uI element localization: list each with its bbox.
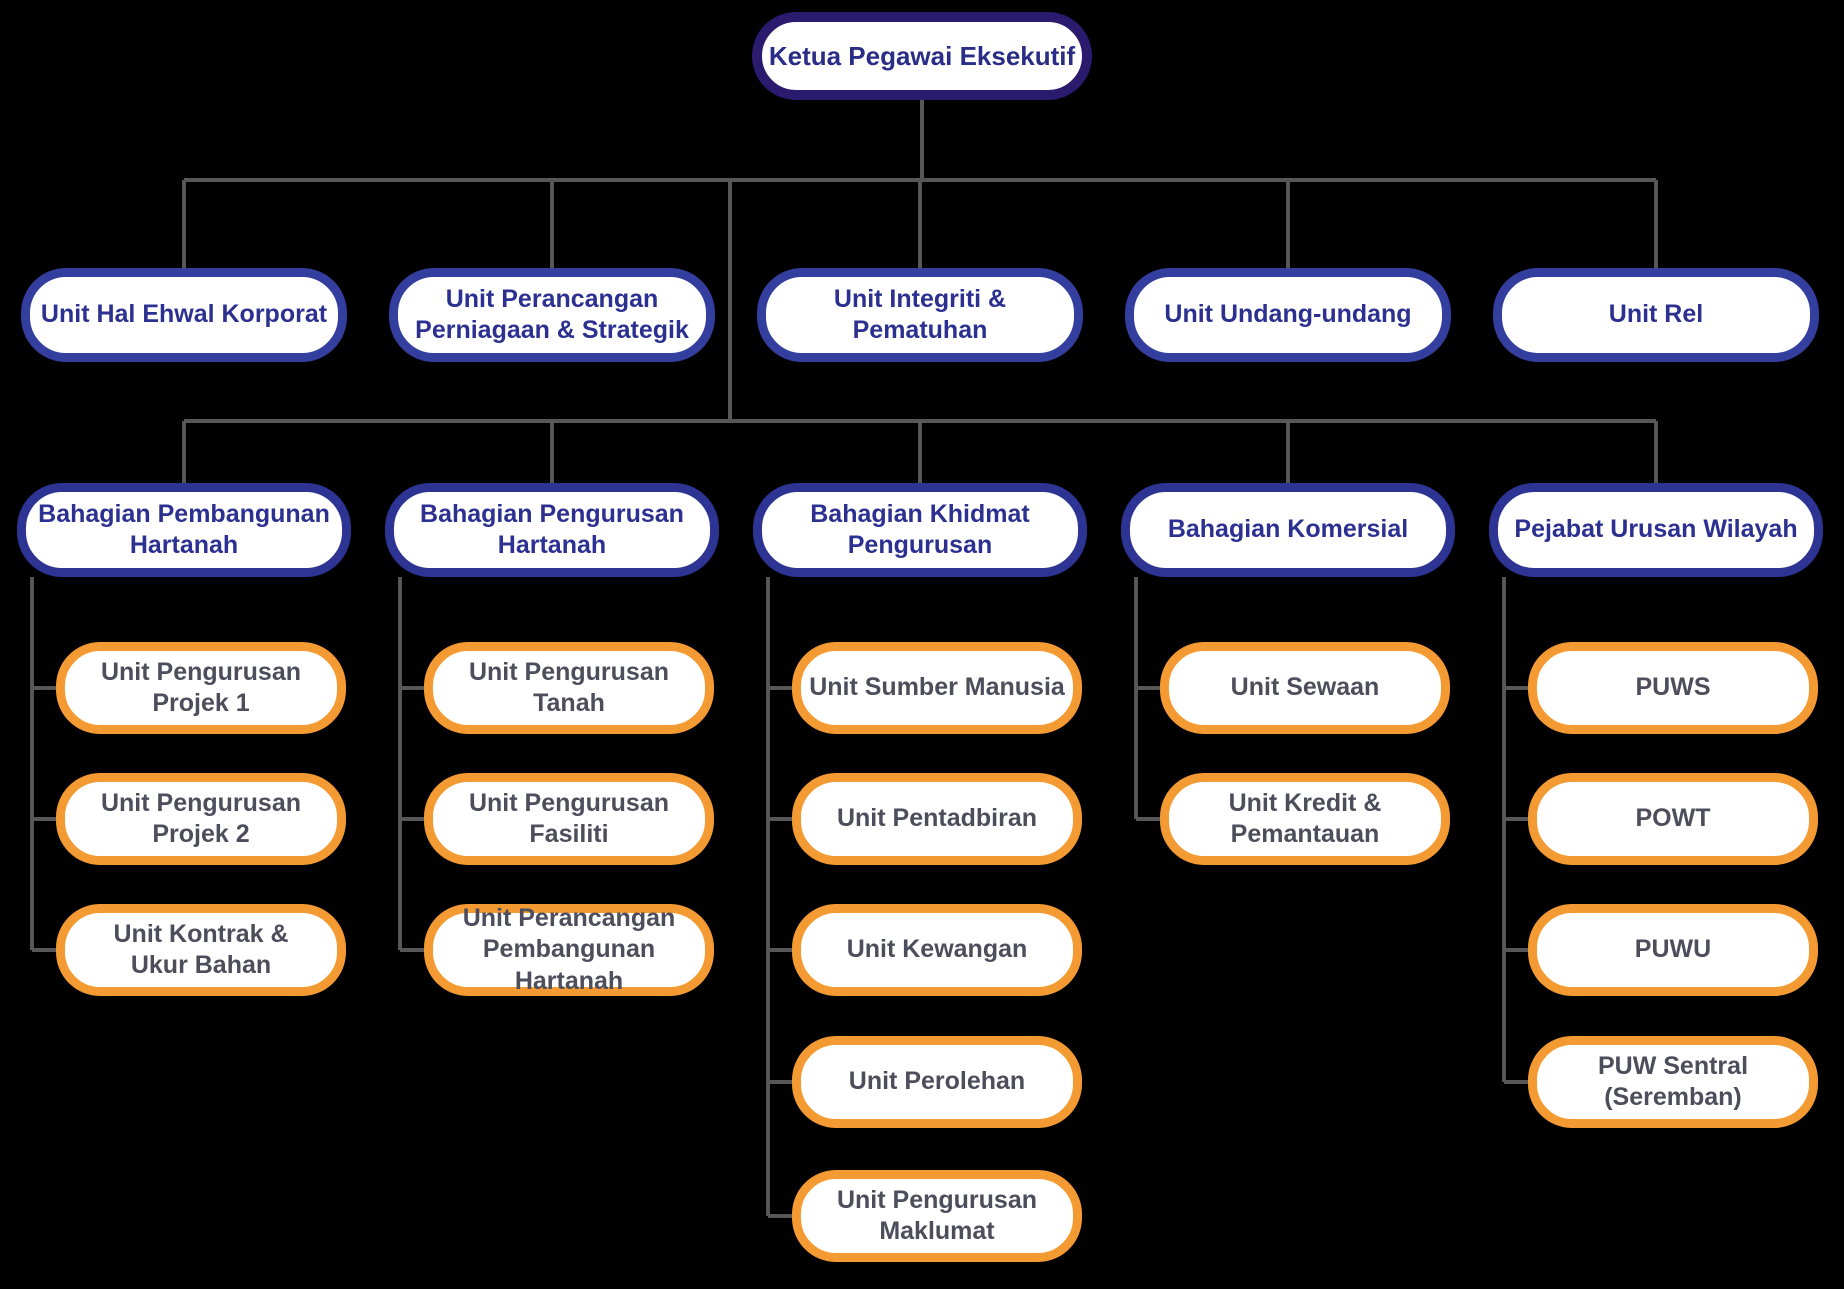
org-node-unit-sumber-manusia: Unit Sumber Manusia xyxy=(792,642,1082,734)
org-node-unit-kredit-pemantauan: Unit Kredit & Pemantauan xyxy=(1160,773,1450,865)
org-node-unit-pengurusan-fasiliti: Unit Pengurusan Fasiliti xyxy=(424,773,714,865)
org-node-unit-pengurusan-tanah: Unit Pengurusan Tanah xyxy=(424,642,714,734)
org-node-bahagian-khidmat-pengurusan: Bahagian Khidmat Pengurusan xyxy=(753,483,1087,577)
org-node-bahagian-pembangunan-hartanah: Bahagian Pembangunan Hartanah xyxy=(17,483,351,577)
org-node-unit-integriti-pematuhan: Unit Integriti & Pematuhan xyxy=(757,268,1083,362)
org-node-bahagian-pengurusan-hartanah: Bahagian Pengurusan Hartanah xyxy=(385,483,719,577)
org-node-unit-undang-undang: Unit Undang-undang xyxy=(1125,268,1451,362)
org-node-bahagian-komersial: Bahagian Komersial xyxy=(1121,483,1455,577)
org-node-unit-pengurusan-projek-1: Unit Pengurusan Projek 1 xyxy=(56,642,346,734)
org-node-unit-kontrak-ukur-bahan: Unit Kontrak & Ukur Bahan xyxy=(56,904,346,996)
org-node-powt: POWT xyxy=(1528,773,1818,865)
org-node-unit-perancangan-pembangunan-hartanah: Unit Perancangan Pembangunan Hartanah xyxy=(424,904,714,996)
org-node-ketua-pegawai-eksekutif: Ketua Pegawai Eksekutif xyxy=(752,12,1092,100)
org-node-puw-sentral-seremban: PUW Sentral (Seremban) xyxy=(1528,1036,1818,1128)
org-node-unit-sewaan: Unit Sewaan xyxy=(1160,642,1450,734)
org-node-unit-perancangan-perniagaan-strategik: Unit Perancangan Perniagaan & Strategik xyxy=(389,268,715,362)
org-node-unit-pentadbiran: Unit Pentadbiran xyxy=(792,773,1082,865)
org-node-puwu: PUWU xyxy=(1528,904,1818,996)
org-node-unit-hal-ehwal-korporat: Unit Hal Ehwal Korporat xyxy=(21,268,347,362)
org-node-unit-rel: Unit Rel xyxy=(1493,268,1819,362)
org-node-puws: PUWS xyxy=(1528,642,1818,734)
org-node-unit-kewangan: Unit Kewangan xyxy=(792,904,1082,996)
connector-paths xyxy=(30,100,1658,1218)
org-node-pejabat-urusan-wilayah: Pejabat Urusan Wilayah xyxy=(1489,483,1823,577)
org-node-unit-pengurusan-maklumat: Unit Pengurusan Maklumat xyxy=(792,1170,1082,1262)
org-node-unit-perolehan: Unit Perolehan xyxy=(792,1036,1082,1128)
org-node-unit-pengurusan-projek-2: Unit Pengurusan Projek 2 xyxy=(56,773,346,865)
